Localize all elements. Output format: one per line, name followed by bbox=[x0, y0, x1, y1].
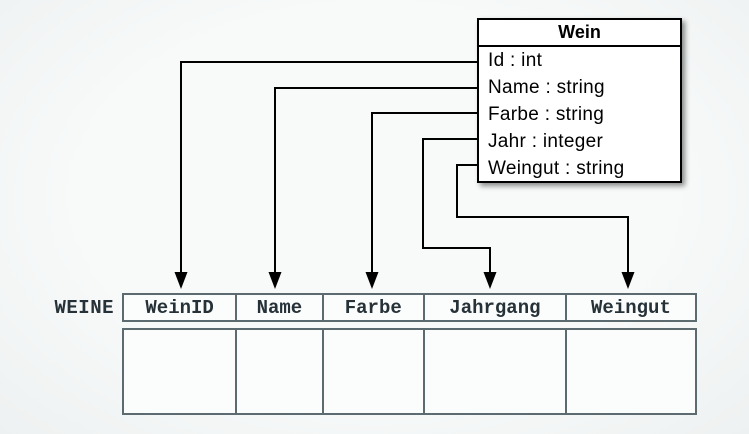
class-attribute-farbe: Farbe : string bbox=[488, 103, 605, 125]
column-header-weinid: WeinID bbox=[124, 295, 238, 320]
column-header-jahrgang: Jahrgang bbox=[425, 295, 567, 320]
arrowhead-jahrgang-icon bbox=[483, 272, 497, 289]
class-title: Wein bbox=[479, 20, 680, 47]
column-header-weingut: Weingut bbox=[591, 296, 671, 319]
column-header-farbe: Farbe bbox=[324, 295, 425, 320]
table-cell-jahrgang bbox=[425, 330, 567, 413]
connector-name-to-name bbox=[274, 87, 477, 274]
table-cell-weinid bbox=[124, 330, 238, 413]
connector-farbe-to-farbe bbox=[371, 112, 477, 274]
connector-id-to-weinid bbox=[180, 61, 477, 274]
arrowhead-name-icon bbox=[268, 272, 282, 289]
table-body-row bbox=[122, 328, 697, 415]
class-attribute-jahr: Jahr : integer bbox=[488, 131, 604, 153]
table-cell-farbe bbox=[324, 330, 425, 413]
column-header-name: Name bbox=[237, 295, 324, 320]
connector-jahr-to-jahrgang bbox=[422, 138, 491, 274]
uml-class-box-wein: Wein Id : int Name : string Farbe : stri… bbox=[477, 18, 682, 183]
arrowhead-weingut-icon bbox=[621, 272, 635, 289]
table-cell-weingut bbox=[567, 330, 695, 413]
class-attribute-list: Id : int Name : string Farbe : string Ja… bbox=[479, 47, 680, 181]
arrowhead-farbe-icon bbox=[365, 272, 379, 289]
class-attribute-name: Name : string bbox=[488, 76, 605, 98]
table-cell-name bbox=[237, 330, 324, 413]
class-attribute-weingut: Weingut : string bbox=[488, 158, 625, 180]
table-name-label: WEINE bbox=[54, 296, 114, 319]
connector-weingut-to-weingut bbox=[456, 164, 629, 274]
table-header-row: WeinID Name Farbe Jahrgang Weingut bbox=[122, 293, 697, 322]
arrowhead-weinid-icon bbox=[174, 272, 188, 289]
class-attribute-id: Id : int bbox=[488, 49, 543, 71]
